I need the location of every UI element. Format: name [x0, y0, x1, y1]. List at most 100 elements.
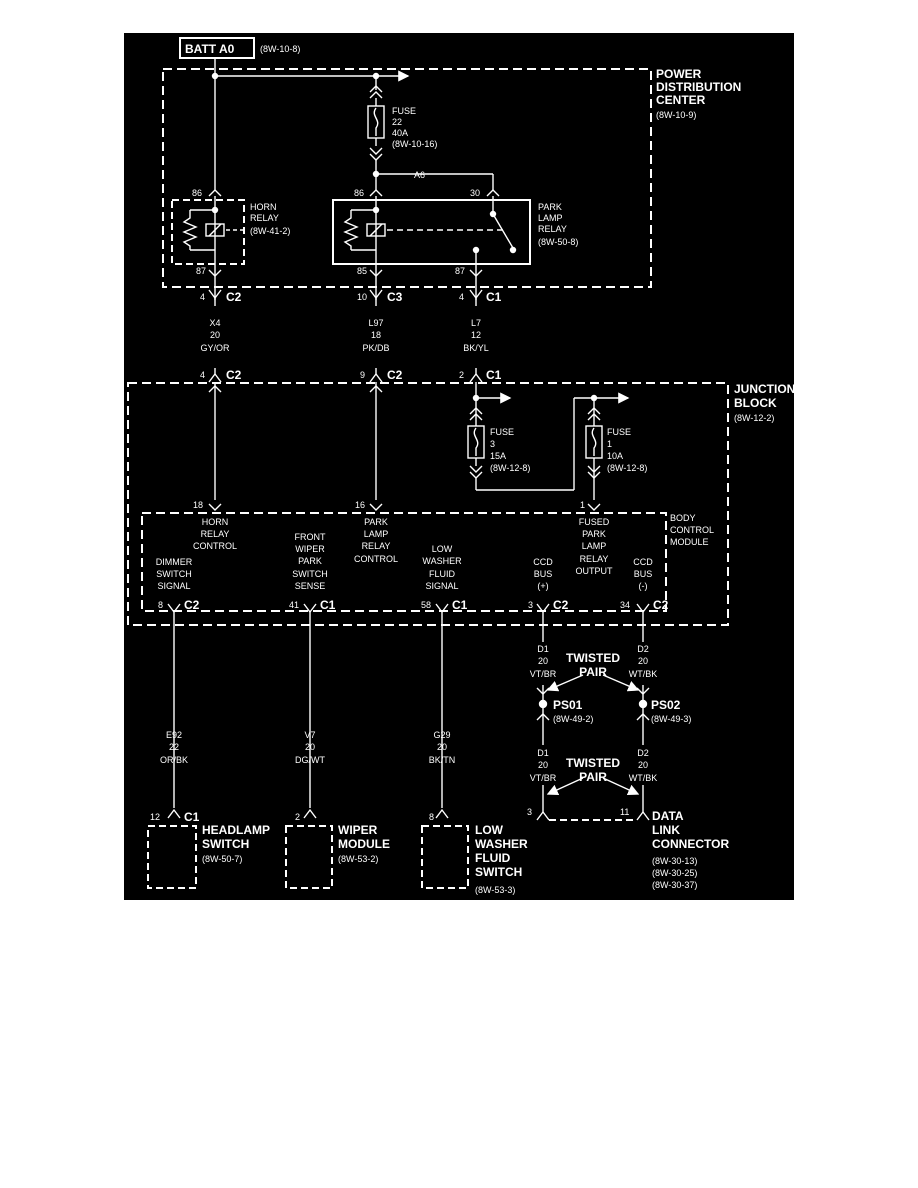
bcm-title-3: MODULE [670, 537, 709, 547]
wiper-ref: (8W-53-2) [338, 854, 378, 864]
twisted-pair-2-l2: PAIR [579, 770, 607, 784]
bcm-ccdm-l2: BUS [634, 569, 653, 579]
horn-relay-pin86: 86 [192, 188, 202, 198]
jb-conn-3-pin: 2 [459, 370, 464, 380]
pdc-title-3: CENTER [656, 93, 706, 107]
pdc-conn-1-id: C2 [226, 290, 242, 304]
bcm-ccdm-l1: CCD [633, 557, 653, 567]
horn-relay-l1: HORN [250, 202, 277, 212]
bcm-washer-l3: FLUID [429, 569, 456, 579]
bcm-horn-l1: HORN [202, 517, 229, 527]
jb-conn-2-pin: 9 [360, 370, 365, 380]
fuse3-l2: 3 [490, 439, 495, 449]
twisted-pair-1-l2: PAIR [579, 665, 607, 679]
washer-ref: (8W-53-3) [475, 885, 515, 895]
batt-label-box [179, 37, 255, 59]
jb-conn-1-id: C2 [226, 368, 242, 382]
horn-relay-ref: (8W-41-2) [250, 226, 290, 236]
twisted-pair-1-l1: TWISTED [566, 651, 620, 665]
fuse3-l1: FUSE [490, 427, 514, 437]
bcm-fused-l2: PARK [582, 529, 606, 539]
bcm-washer-l4: SIGNAL [425, 581, 458, 591]
bcm-conn-1-id: C2 [184, 598, 200, 612]
wiper-l1: WIPER [338, 823, 378, 837]
wire-d1-bot-gauge: 20 [538, 760, 548, 770]
diagram-background [124, 33, 794, 900]
bcm-ccdp-l3: (+) [537, 581, 548, 591]
pdc-title-1: POWER [656, 67, 702, 81]
wire-d2-top-code: D2 [637, 644, 649, 654]
pdc-conn-1-pin: 4 [200, 292, 205, 302]
wire-d1-top-color: VT/BR [530, 669, 557, 679]
wire-v7-color: DG/WT [295, 755, 325, 765]
park-lamp-relay-box [332, 199, 531, 265]
bcm-dimmer-l1: DIMMER [156, 557, 193, 567]
wire-e92-code: E92 [166, 730, 182, 740]
ps02-name: PS02 [651, 698, 681, 712]
wire-x4-color: GY/OR [200, 343, 230, 353]
pdc-title-2: DISTRIBUTION [656, 80, 741, 94]
pdc-box [162, 68, 652, 288]
bcm-washer-l2: WASHER [422, 556, 462, 566]
wire-l7-color: BK/YL [463, 343, 489, 353]
horn-relay-pin87: 87 [196, 266, 206, 276]
fuse1-l4: (8W-12-8) [607, 463, 647, 473]
wire-d2-bot-code: D2 [637, 748, 649, 758]
washer-pin: 8 [429, 812, 434, 822]
park-relay-pin30: 30 [470, 188, 480, 198]
bcm-conn-5-pin: 34 [620, 600, 630, 610]
park-relay-l1: PARK [538, 202, 562, 212]
park-relay-pin87: 87 [455, 266, 465, 276]
headlamp-l1: HEADLAMP [202, 823, 270, 837]
bcm-horn-l2: RELAY [201, 529, 230, 539]
bcm-ccdm-l3: (-) [639, 581, 648, 591]
bcm-conn-3-pin: 58 [421, 600, 431, 610]
dlc-l1: DATA [652, 809, 684, 823]
pdc-conn-3-id: C1 [486, 290, 502, 304]
wire-d1-bot-color: VT/BR [530, 773, 557, 783]
bcm-wiper-l2: WIPER [295, 544, 325, 554]
park-relay-l2: LAMP [538, 213, 563, 223]
wire-d2-top-color: WT/BK [629, 669, 658, 679]
dlc-pin11: 11 [620, 807, 629, 817]
jb-title-2: BLOCK [734, 396, 777, 410]
park-relay-pin86: 86 [354, 188, 364, 198]
bcm-fused-l5: OUTPUT [576, 566, 614, 576]
bcm-conn-4-pin: 3 [528, 600, 533, 610]
dlc-ref-3: (8W-30-37) [652, 880, 697, 890]
bcm-park-l4: CONTROL [354, 554, 398, 564]
splice-a6: A6 [414, 170, 425, 180]
fuse1-l3: 10A [607, 451, 623, 461]
wiper-pin: 2 [295, 812, 300, 822]
bcm-horn-l3: CONTROL [193, 541, 237, 551]
horn-relay-box [171, 199, 245, 265]
bcm-conn-2-id: C1 [320, 598, 336, 612]
wire-d2-bot-gauge: 20 [638, 760, 648, 770]
bcm-dimmer-l2: SWITCH [156, 569, 192, 579]
wire-l97-color: PK/DB [362, 343, 389, 353]
fuse22-l2: 22 [392, 117, 402, 127]
pdc-ref: (8W-10-9) [656, 110, 696, 120]
bcm-title-2: CONTROL [670, 525, 714, 535]
dlc-l2: LINK [652, 823, 680, 837]
bcm-park-l2: LAMP [364, 529, 389, 539]
washer-l1: LOW [475, 823, 504, 837]
bcm-pin-18: 18 [193, 500, 203, 510]
pdc-conn-2-pin: 10 [357, 292, 367, 302]
jb-conn-1-pin: 4 [200, 370, 205, 380]
wire-d2-bot-color: WT/BK [629, 773, 658, 783]
bcm-dimmer-l3: SIGNAL [157, 581, 190, 591]
wiper-l2: MODULE [338, 837, 390, 851]
park-relay-ref: (8W-50-8) [538, 237, 578, 247]
bcm-conn-4-id: C2 [553, 598, 569, 612]
bcm-wiper-l4: SWITCH [292, 569, 328, 579]
ps01-ref: (8W-49-2) [553, 714, 593, 724]
bcm-wiper-l5: SENSE [295, 581, 326, 591]
bcm-ccdp-l1: CCD [533, 557, 553, 567]
fuse1-l2: 1 [607, 439, 612, 449]
pdc-conn-2-id: C3 [387, 290, 403, 304]
jb-title-1: JUNCTION [734, 382, 795, 396]
bcm-fused-l3: LAMP [582, 541, 607, 551]
fuse1-l1: FUSE [607, 427, 631, 437]
fuse22-l3: 40A [392, 128, 408, 138]
